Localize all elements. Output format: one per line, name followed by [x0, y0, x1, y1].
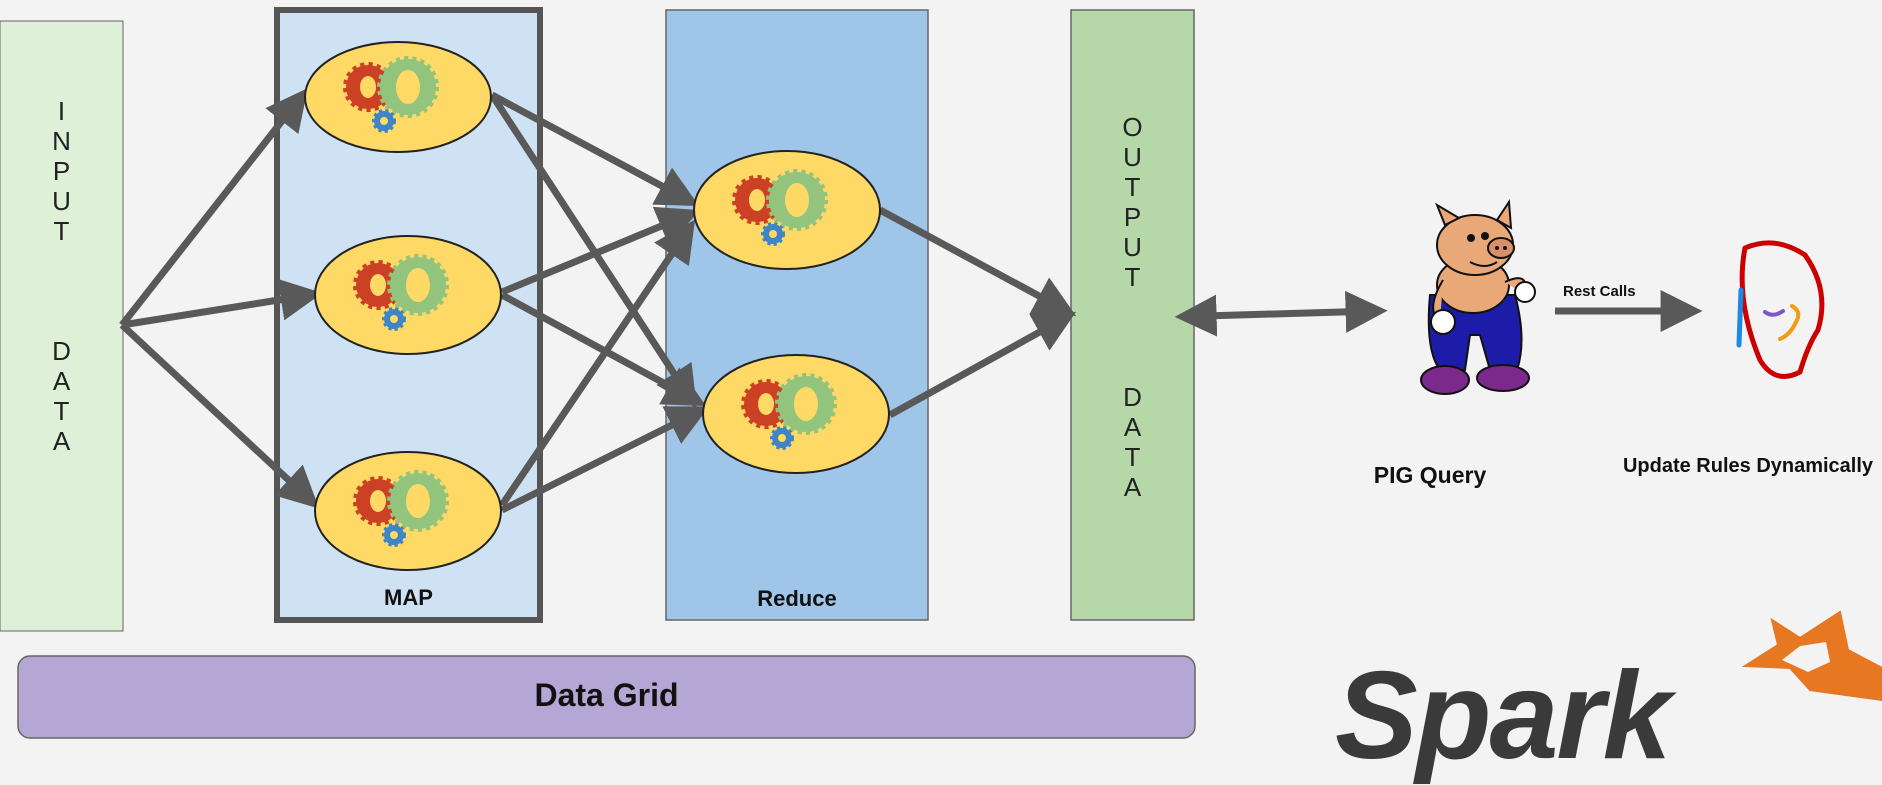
rest-calls-label: Rest Calls — [1563, 283, 1636, 300]
arrow-input-map1 — [119, 88, 308, 328]
arrow-map3-red2 — [500, 406, 710, 514]
reduce-node-2 — [702, 354, 890, 474]
arrow-map2-red2 — [500, 291, 707, 407]
map-node-2 — [314, 235, 502, 355]
arrow-map1-red1 — [490, 91, 700, 206]
map-node-3 — [314, 451, 502, 571]
arrow-input-map3 — [119, 322, 320, 509]
input-data-box — [0, 20, 124, 632]
reduce-label: Reduce — [757, 586, 837, 611]
reduce-box — [665, 9, 929, 621]
output-data-box — [1070, 9, 1195, 621]
output-data-label: O U T P U T D A T A — [1122, 112, 1143, 502]
arrows — [119, 88, 1703, 514]
data-grid-bar — [17, 655, 1196, 739]
arrow-output-pig — [1174, 290, 1388, 337]
arrow-map3-red1 — [499, 219, 696, 507]
input-data-label: I N P U T D A T A — [52, 96, 71, 456]
arrow-red1-out — [878, 206, 1077, 316]
map-node-1 — [304, 41, 492, 153]
rules-face-icon — [1736, 240, 1825, 379]
data-grid-label: Data Grid — [534, 677, 679, 713]
pig-query-label: PIG Query — [1373, 462, 1487, 488]
arrow-input-map2 — [121, 278, 323, 329]
pig-mascot-icon — [1420, 199, 1536, 395]
arrow-red2-out — [888, 311, 1077, 419]
arrow-map1-red2 — [489, 93, 697, 409]
spark-logo-text: Spark — [1335, 647, 1672, 785]
update-rules-label: Update Rules Dynamically — [1622, 455, 1874, 477]
map-label: MAP — [384, 585, 433, 610]
reduce-node-1 — [693, 150, 881, 270]
